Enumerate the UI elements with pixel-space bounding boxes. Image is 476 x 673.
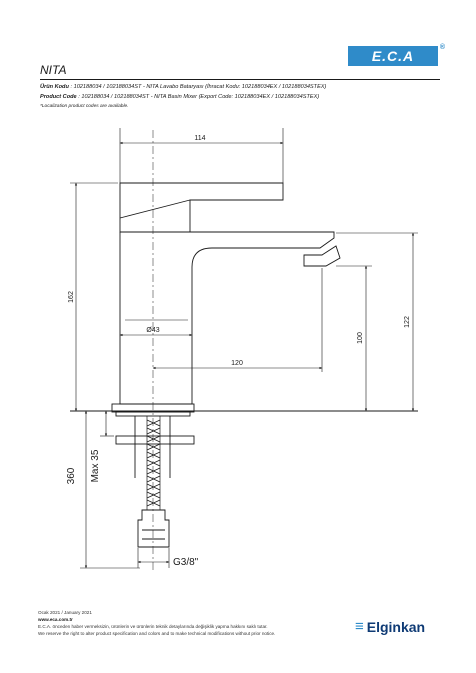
mixer-body — [119, 231, 335, 405]
dim-thread: G3/8" — [173, 557, 199, 568]
elginkan-logo-icon: ≡ — [355, 618, 364, 635]
dim-total-length: 360 — [66, 467, 77, 484]
elginkan-brand: ≡ Elginkan — [355, 618, 425, 635]
footer-date: Ocak 2021 / January 2021 — [38, 610, 92, 615]
product-code-tr-label: Ürün Kodu — [40, 84, 69, 90]
registered-mark: ® — [439, 44, 446, 51]
hose-nut — [137, 509, 170, 548]
product-code-tr: Ürün Kodu : 102188034 / 102188034ST - NI… — [40, 84, 326, 90]
eca-logo: E.C.A ® — [348, 44, 445, 66]
footer-note-en: We reserve the right to alter product sp… — [38, 631, 276, 636]
mixer-handle — [119, 182, 284, 233]
dim-reach: 120 — [231, 360, 243, 367]
product-title: NITA — [40, 63, 67, 77]
dim-spout-height: 100 — [357, 332, 364, 344]
dim-height-total: 162 — [68, 291, 75, 303]
dim-diameter: Ø43 — [146, 327, 159, 334]
mounting-plate — [115, 435, 195, 445]
dim-max-thickness: Max 35 — [90, 449, 101, 482]
product-code-en: Product Code : 102188034 / 102188034ST -… — [40, 94, 319, 100]
elginkan-brand-name: Elginkan — [366, 618, 426, 635]
dim-height-122: 122 — [404, 316, 411, 328]
header-divider — [40, 79, 440, 80]
localization-note: *Localization product codes are availabl… — [40, 104, 129, 109]
supply-hose — [146, 416, 161, 510]
logo-text: E.C.A — [371, 48, 415, 64]
product-code-en-value: : 102188034 / 102188034ST - NITA Basin M… — [78, 94, 320, 100]
spout-aerator — [303, 245, 341, 267]
product-code-tr-value: : 102188034 / 102188034ST - NITA Lavabo … — [70, 84, 327, 90]
product-code-en-label: Product Code — [40, 94, 77, 100]
dim-width-top: 114 — [194, 135, 205, 142]
footer-url[interactable]: www.eca.com.tr — [38, 617, 73, 622]
footer-note-tr: E.C.A. önceden haber vermeksizin, ürünle… — [38, 624, 268, 629]
